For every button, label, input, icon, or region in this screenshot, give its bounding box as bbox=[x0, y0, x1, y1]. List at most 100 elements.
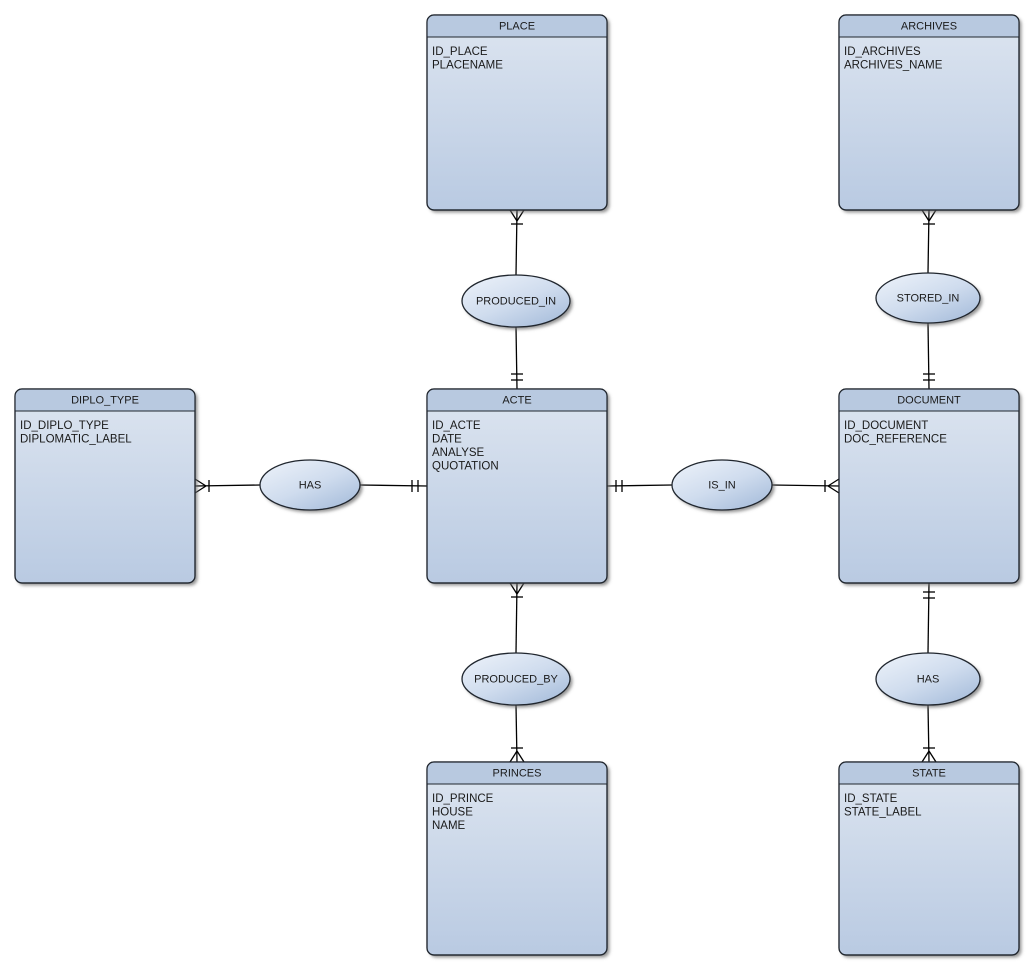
cardinality-marker-stored_in-to bbox=[923, 373, 935, 381]
cardinality-marker-stored_in-from bbox=[921, 209, 937, 225]
relationship-line bbox=[515, 582, 518, 654]
crows-foot-leg bbox=[516, 750, 525, 763]
relationship-ellipse bbox=[461, 274, 571, 328]
crows-foot-leg bbox=[928, 209, 937, 222]
entity-title: PLACE bbox=[499, 20, 535, 32]
crows-foot-leg bbox=[516, 582, 525, 595]
entity-header-band bbox=[839, 389, 1019, 411]
relationship-has_state[interactable]: HAS bbox=[875, 652, 981, 706]
entity-outline bbox=[838, 388, 1020, 584]
entity-header-band bbox=[839, 15, 1019, 37]
relationship-ellipse bbox=[875, 652, 981, 706]
entity-place[interactable]: PLACE ID_PLACE PLACENAME bbox=[426, 14, 608, 211]
entity-title: ARCHIVES bbox=[901, 20, 957, 32]
relationship-ellipse bbox=[875, 272, 981, 324]
entity-outline bbox=[426, 761, 608, 956]
relationship-line bbox=[606, 484, 673, 487]
cardinality-marker-has_diplo-to bbox=[411, 480, 419, 492]
entity-outline bbox=[838, 14, 1020, 211]
entity-outline bbox=[14, 388, 196, 584]
entity-title: DIPLO_TYPE bbox=[71, 394, 139, 406]
entity-title: DOCUMENT bbox=[897, 394, 961, 406]
crows-foot-leg bbox=[516, 209, 525, 222]
relationship-label: PRODUCED_BY bbox=[474, 673, 558, 685]
entity-attribute: QUOTATION bbox=[432, 461, 499, 473]
connector-has_diplo bbox=[194, 478, 428, 494]
relationship-stored_in[interactable]: STORED_IN bbox=[875, 272, 981, 324]
entity-outline bbox=[426, 388, 608, 584]
entity-attribute: ARCHIVES_NAME bbox=[844, 60, 943, 72]
cardinality-marker-has_state-from bbox=[923, 591, 935, 599]
crows-foot-leg bbox=[921, 750, 930, 763]
crows-foot-leg bbox=[827, 485, 840, 494]
connector-produced_in bbox=[509, 209, 525, 390]
cardinality-marker-is_in-from bbox=[615, 480, 623, 492]
entity-document[interactable]: DOCUMENT ID_DOCUMENT DOC_REFERENCE bbox=[838, 388, 1020, 584]
relationship-has_diplo[interactable]: HAS bbox=[259, 459, 361, 511]
entity-attribute: ID_DOCUMENT bbox=[844, 420, 928, 432]
relationship-label: PRODUCED_IN bbox=[476, 295, 556, 307]
entity-attribute: NAME bbox=[432, 820, 466, 832]
crows-foot-leg bbox=[509, 582, 518, 595]
crows-foot-leg bbox=[194, 485, 207, 494]
entity-state[interactable]: STATE ID_STATE STATE_LABEL bbox=[838, 761, 1020, 956]
connector-stored_in bbox=[921, 209, 937, 390]
connector-is_in bbox=[606, 478, 840, 494]
entity-attribute: HOUSE bbox=[432, 807, 473, 819]
relationship-line bbox=[927, 582, 930, 654]
entity-title: ACTE bbox=[502, 394, 531, 406]
relationship-line bbox=[927, 704, 930, 763]
relationship-ellipse bbox=[259, 459, 361, 511]
entity-outline bbox=[838, 761, 1020, 956]
relationship-produced_in[interactable]: PRODUCED_IN bbox=[461, 274, 571, 328]
entity-attribute: DIPLOMATIC_LABEL bbox=[20, 434, 132, 446]
relationship-line bbox=[515, 704, 518, 763]
relationship-ellipse bbox=[461, 652, 571, 706]
entity-body bbox=[14, 388, 196, 584]
crows-foot-leg bbox=[509, 209, 518, 222]
relationships-layer: PRODUCED_IN STORED_IN HAS IS_IN PRODUCED_BY H… bbox=[259, 272, 981, 706]
relationship-line bbox=[927, 322, 930, 390]
entity-title: STATE bbox=[912, 767, 946, 779]
entity-attribute: DOC_REFERENCE bbox=[844, 434, 947, 446]
connectors-layer bbox=[194, 209, 937, 763]
cardinality-marker-produced_by-to bbox=[509, 747, 525, 763]
entity-body bbox=[426, 761, 608, 956]
connector-has_state bbox=[921, 582, 937, 763]
cardinality-marker-has_state-to bbox=[921, 747, 937, 763]
relationship-produced_by[interactable]: PRODUCED_BY bbox=[461, 652, 571, 706]
entity-attribute: ID_STATE bbox=[844, 793, 898, 805]
relationship-line bbox=[515, 326, 518, 390]
relationship-label: HAS bbox=[917, 673, 940, 685]
relationship-label: STORED_IN bbox=[897, 292, 960, 304]
relationship-label: IS_IN bbox=[708, 479, 736, 491]
entities-layer: PLACE ID_PLACE PLACENAME ARCHIVES ID_ARCHIVE… bbox=[14, 14, 1020, 956]
cardinality-marker-has_diplo-from bbox=[194, 478, 210, 494]
crows-foot-leg bbox=[928, 750, 937, 763]
crows-foot-leg bbox=[509, 750, 518, 763]
relationship-line bbox=[359, 484, 428, 487]
connector-produced_by bbox=[509, 582, 525, 763]
entity-outline bbox=[426, 14, 608, 211]
relationship-is_in[interactable]: IS_IN bbox=[671, 459, 773, 511]
entity-attribute: ID_DIPLO_TYPE bbox=[20, 420, 109, 432]
cardinality-marker-is_in-to bbox=[824, 478, 840, 494]
entity-header-band bbox=[427, 15, 607, 37]
entity-header-band bbox=[839, 762, 1019, 784]
crows-foot-leg bbox=[921, 209, 930, 222]
entity-attribute: ID_ACTE bbox=[432, 420, 481, 432]
relationship-line bbox=[771, 484, 840, 487]
entity-attribute: PLACENAME bbox=[432, 60, 503, 72]
entity-attribute: ID_PLACE bbox=[432, 46, 488, 58]
entity-body bbox=[838, 388, 1020, 584]
cardinality-marker-produced_in-from bbox=[509, 209, 525, 225]
entity-header-band bbox=[427, 762, 607, 784]
entity-attribute: ID_ARCHIVES bbox=[844, 46, 921, 58]
entity-diplo_type[interactable]: DIPLO_TYPE ID_DIPLO_TYPE DIPLOMATIC_LABEL bbox=[14, 388, 196, 584]
entity-attribute: STATE_LABEL bbox=[844, 807, 922, 819]
relationship-label: HAS bbox=[299, 479, 322, 491]
entity-archives[interactable]: ARCHIVES ID_ARCHIVES ARCHIVES_NAME bbox=[838, 14, 1020, 211]
